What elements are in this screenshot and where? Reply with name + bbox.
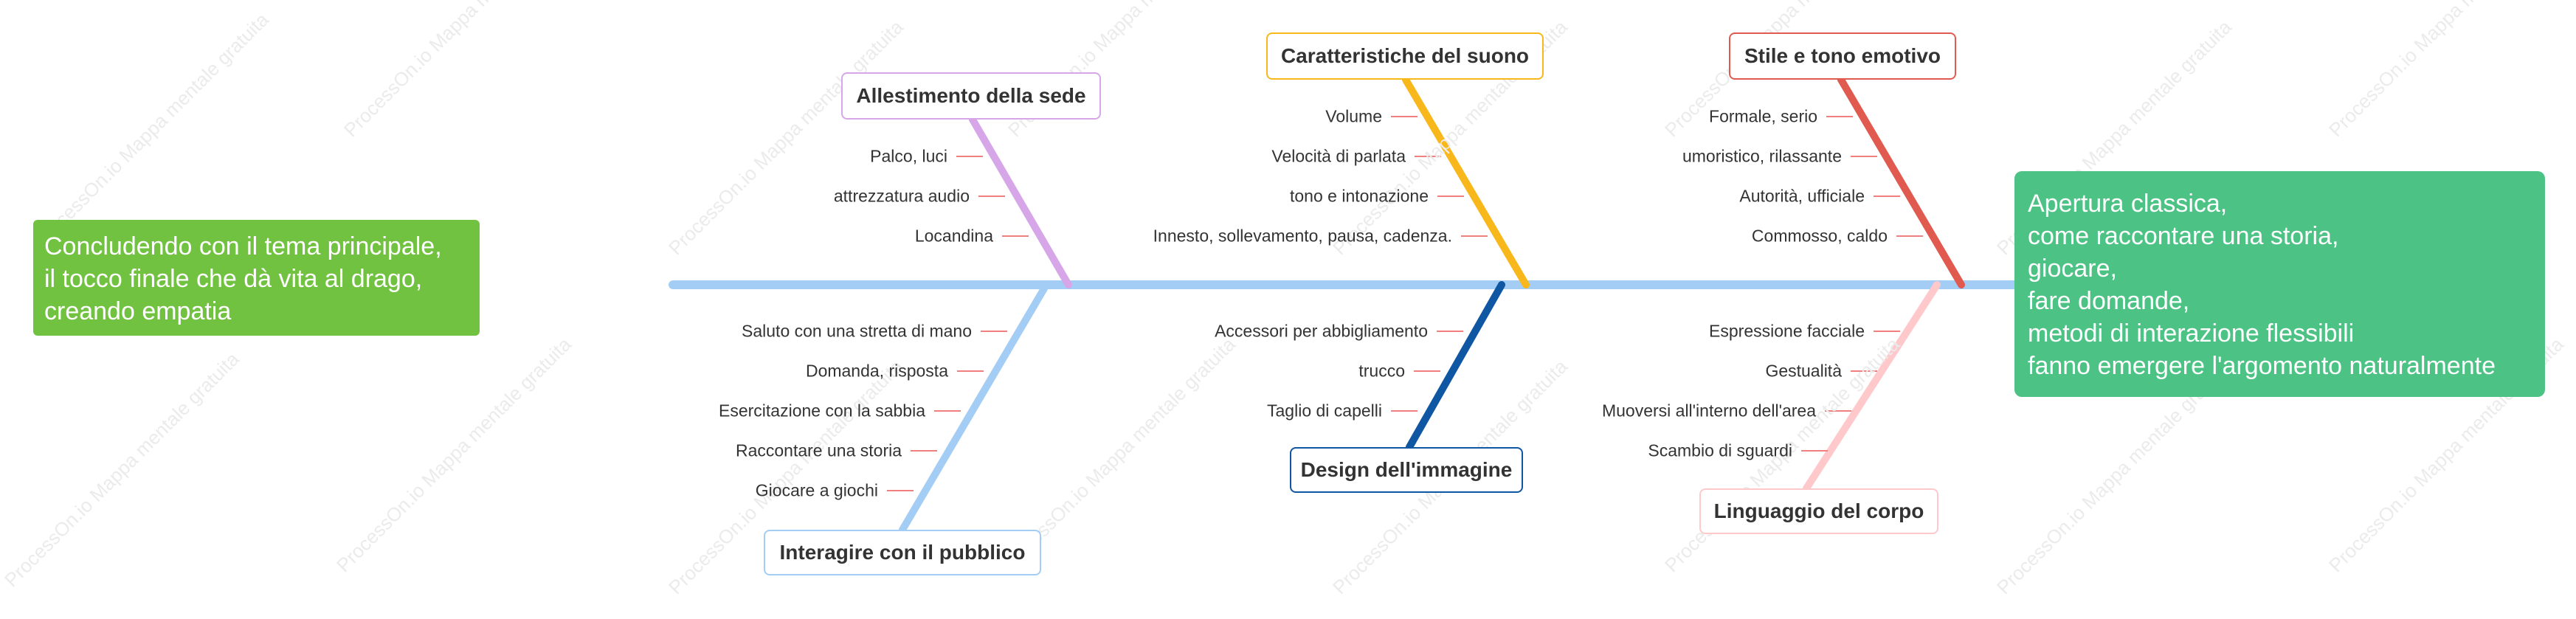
leaf-audience-0[interactable]: Saluto con una stretta di mano: [742, 321, 972, 341]
leaf-audience-3[interactable]: Raccontare una storia: [735, 440, 902, 460]
leaf-venue-1[interactable]: attrezzatura audio: [833, 186, 970, 206]
topic-body[interactable]: Linguaggio del corpo: [1699, 488, 1938, 534]
topic-sound[interactable]: Caratteristiche del suono: [1266, 32, 1544, 80]
leaf-sound-3[interactable]: Innesto, sollevamento, pausa, cadenza.: [1153, 226, 1452, 246]
leaf-style-3[interactable]: Commosso, caldo: [1751, 226, 1888, 246]
leaf-sound-1[interactable]: Velocità di parlata: [1271, 146, 1406, 166]
leaf-style-1[interactable]: umoristico, rilassante: [1682, 146, 1842, 166]
bone-venue: [969, 116, 1072, 288]
bone-style: [1837, 76, 1965, 288]
leaf-audience-1[interactable]: Domanda, risposta: [805, 361, 948, 381]
bone-sound: [1402, 76, 1530, 288]
leaf-sound-0[interactable]: Volume: [1325, 106, 1382, 126]
leaf-body-1[interactable]: Gestualità: [1765, 361, 1842, 381]
leaf-venue-2[interactable]: Locandina: [914, 226, 993, 246]
leaf-body-0[interactable]: Espressione facciale: [1709, 321, 1865, 341]
leaf-style-2[interactable]: Autorità, ufficiale: [1739, 186, 1865, 206]
bone-body: [1803, 281, 1941, 492]
leaf-body-2[interactable]: Muoversi all'interno dell'area: [1601, 401, 1816, 421]
bone-image: [1406, 281, 1505, 451]
leaf-style-0[interactable]: Formale, serio: [1709, 106, 1817, 126]
leaf-image-0[interactable]: Accessori per abbigliamento: [1215, 321, 1428, 341]
topic-venue[interactable]: Allestimento della sede: [841, 72, 1101, 120]
leaf-audience-4[interactable]: Giocare a giochi: [755, 480, 878, 500]
leaf-image-2[interactable]: Taglio di capelli: [1267, 401, 1382, 421]
leaf-sound-2[interactable]: tono e intonazione: [1290, 186, 1429, 206]
conclusion-box[interactable]: Concludendo con il tema principale, il t…: [33, 220, 480, 336]
leaf-image-1[interactable]: trucco: [1358, 361, 1405, 381]
opening-box[interactable]: Apertura classica, come raccontare una s…: [2014, 171, 2545, 397]
leaf-body-3[interactable]: Scambio di sguardi: [1648, 440, 1792, 460]
leaf-audience-2[interactable]: Esercitazione con la sabbia: [719, 401, 925, 421]
topic-style[interactable]: Stile e tono emotivo: [1729, 32, 1956, 80]
topic-audience[interactable]: Interagire con il pubblico: [764, 530, 1041, 575]
bone-audience: [899, 281, 1050, 533]
leaf-venue-0[interactable]: Palco, luci: [870, 146, 947, 166]
topic-image[interactable]: Design dell'immagine: [1290, 447, 1523, 493]
